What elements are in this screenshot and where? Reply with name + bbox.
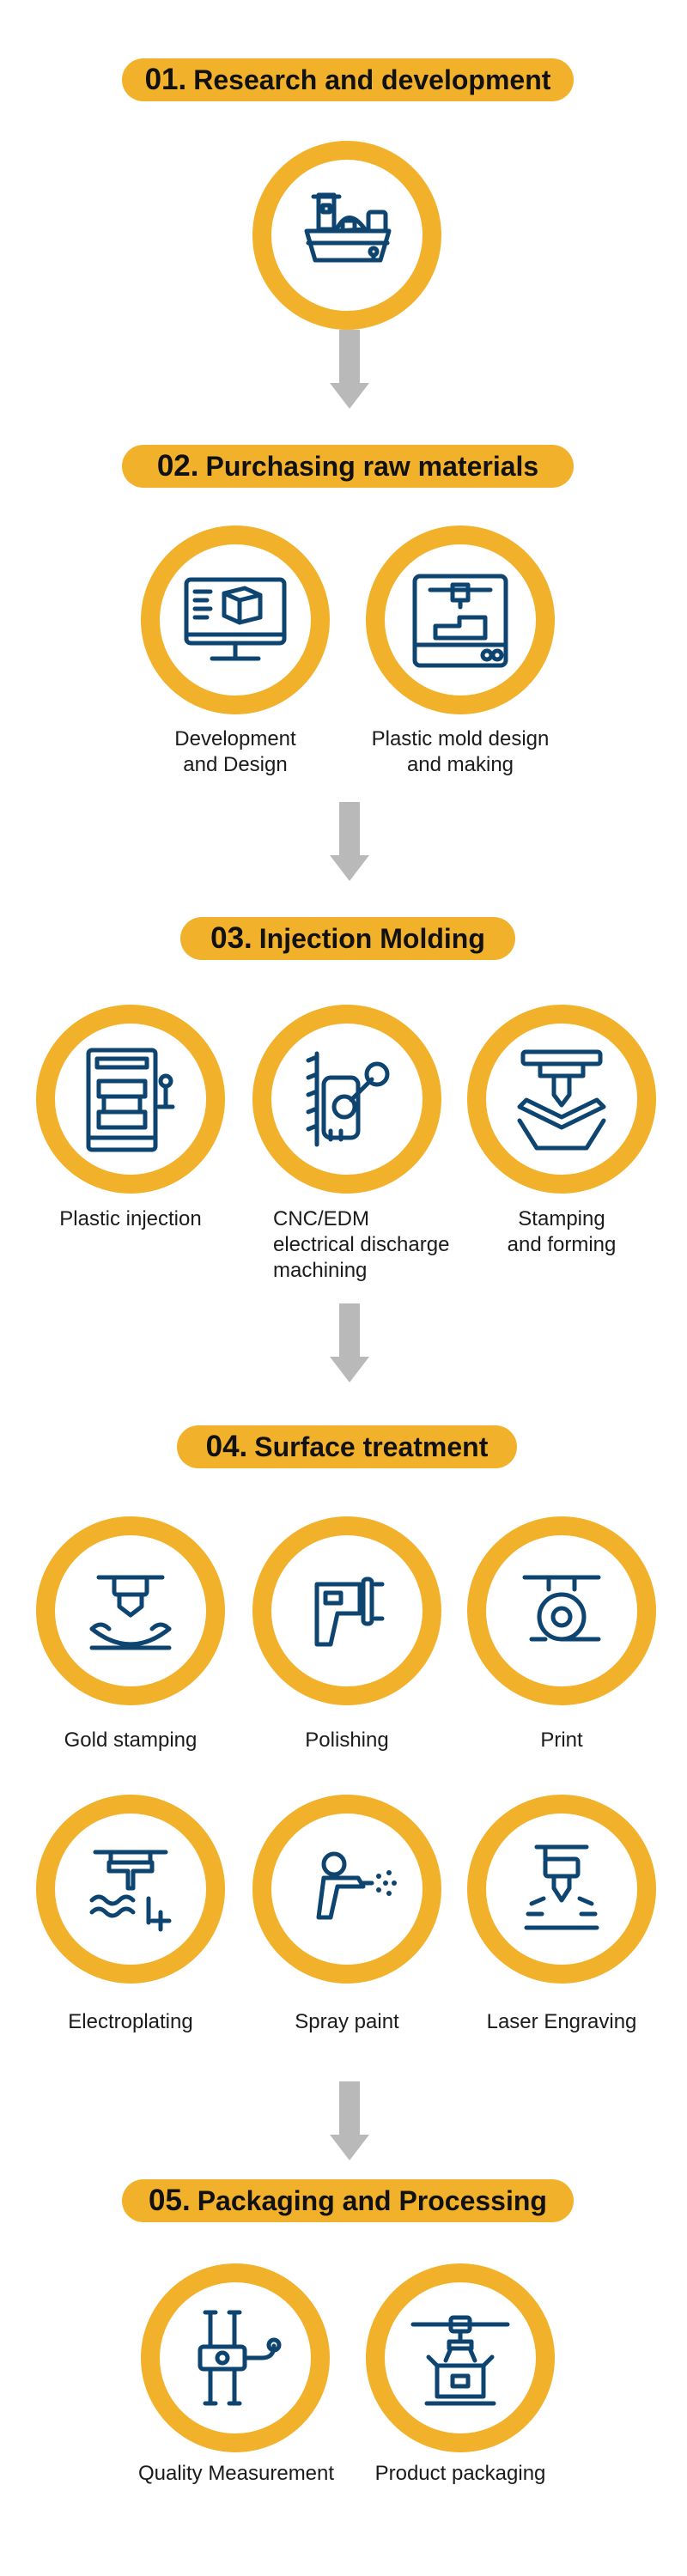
spray-paint-ring (252, 1795, 441, 1984)
polisher-icon (314, 1577, 385, 1647)
caption-quality-measurement: Quality Measurement (137, 2462, 335, 2485)
stamp-die-icon (89, 1575, 172, 1650)
plastic-injection-ring (36, 1005, 225, 1194)
flow-arrow (330, 2081, 369, 2160)
caliper-icon (198, 2310, 282, 2406)
3d-printer-icon (412, 574, 508, 668)
gold-stamping-ring (36, 1516, 225, 1705)
stamping-press-icon (517, 1049, 606, 1151)
step-number: 01. (144, 63, 187, 96)
caption-polishing: Polishing (305, 1728, 389, 1752)
print-ring (467, 1516, 656, 1705)
caption-electroplating: Electroplating (68, 2010, 193, 2033)
laser-engraver-icon (524, 1844, 599, 1930)
step-01-title: 01. Research and development (122, 58, 574, 101)
ship-icon (304, 192, 392, 263)
caption-stamping: Stamping and forming (507, 1207, 617, 1256)
flow-arrow (330, 1303, 369, 1382)
flow-arrow (330, 330, 369, 409)
quality-measurement-ring (141, 2263, 330, 2452)
press-machine-icon (86, 1048, 175, 1152)
step-04-title: 04. Surface treatment (177, 1425, 517, 1468)
product-packaging-ring (366, 2263, 555, 2452)
caption-cnc: CNC/EDM electrical discharge machining (273, 1207, 450, 1282)
print-roller-icon (522, 1575, 601, 1642)
step-03-title: 03. Injection Molding (180, 917, 515, 960)
step-title: Packaging and Processing (197, 2184, 547, 2216)
step-number: 02. (156, 449, 199, 483)
caption-print: Print (540, 1728, 583, 1752)
flow-arrow (330, 802, 369, 881)
caption-mold-design: Plastic mold design and making (371, 727, 550, 776)
caption-plastic-injection: Plastic injection (59, 1207, 202, 1230)
step-number: 05. (149, 2184, 191, 2217)
step-title: Purchasing raw materials (205, 450, 539, 482)
robot-arm-icon (306, 1051, 390, 1147)
step-02-title: 02. Purchasing raw materials (122, 445, 574, 488)
stamping-ring (467, 1005, 656, 1194)
step-number: 03. (210, 921, 252, 955)
monitor-cube-icon (184, 577, 287, 661)
step-title: Research and development (193, 64, 551, 95)
step-number: 04. (205, 1430, 248, 1463)
electroplating-icon (89, 1850, 172, 1932)
caption-development-design: Development and Design (174, 727, 296, 776)
research-development-ring (252, 141, 441, 330)
step-title: Injection Molding (258, 922, 485, 954)
packaging-robot-icon (410, 2315, 510, 2406)
electroplating-ring (36, 1795, 225, 1984)
step-title: Surface treatment (254, 1431, 489, 1462)
caption-laser-engraving: Laser Engraving (486, 2010, 637, 2033)
polishing-ring (252, 1516, 441, 1705)
caption-product-packaging: Product packaging (374, 2462, 546, 2485)
caption-spray-paint: Spray paint (295, 2010, 399, 2033)
development-design-ring (141, 526, 330, 714)
laser-engraving-ring (467, 1795, 656, 1984)
cnc-ring (252, 1005, 441, 1194)
caption-gold-stamping: Gold stamping (64, 1728, 198, 1752)
step-05-title: 05. Packaging and Processing (122, 2179, 574, 2222)
spray-gun-icon (316, 1851, 397, 1920)
mold-design-ring (366, 526, 555, 714)
